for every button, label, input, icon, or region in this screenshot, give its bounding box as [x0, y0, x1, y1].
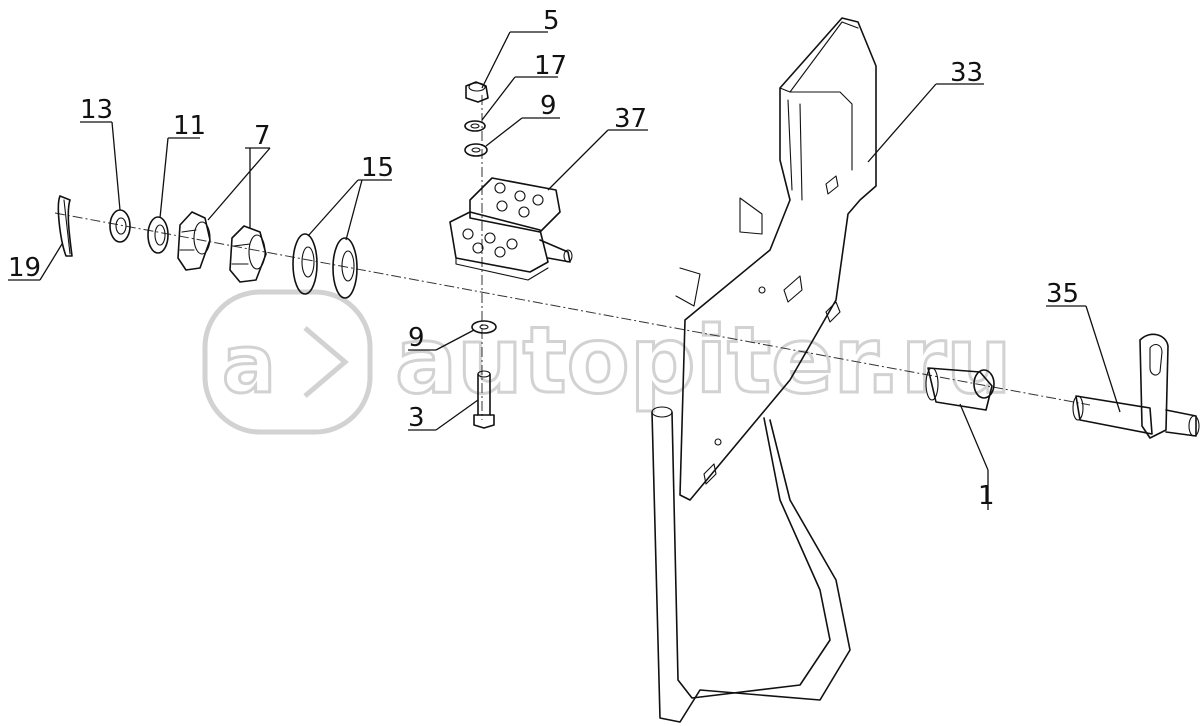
callout-9-lower: 9 [408, 323, 425, 353]
callout-1: 1 [978, 481, 995, 511]
part-15-washer-1 [292, 233, 318, 295]
part-37-bracket [449, 177, 573, 281]
part-7-nut-2 [229, 225, 267, 283]
part-33-pedal-bracket [651, 17, 877, 723]
watermark-logo-frame [202, 289, 373, 435]
callout-5: 5 [543, 6, 560, 36]
callout-7: 7 [254, 121, 271, 151]
part-7-nut-1 [177, 211, 211, 271]
part-5-nut [465, 81, 489, 103]
part-17-spring-washer [464, 120, 486, 132]
callout-labels: 5 17 9 37 33 13 11 7 15 19 9 3 1 35 [8, 6, 1079, 511]
leader-lines [8, 31, 1121, 510]
part-15-washer-2 [332, 237, 358, 299]
part-19-cotter-pin [57, 195, 73, 257]
part-1-bushing [925, 367, 995, 411]
watermark-logo-a: a [222, 318, 276, 411]
part-9-washer-lower [471, 320, 497, 334]
callout-15: 15 [361, 153, 394, 183]
watermark-logo-arrow [303, 326, 349, 398]
callout-3: 3 [408, 403, 425, 433]
callout-19: 19 [8, 253, 41, 283]
part-3-bolt [473, 370, 495, 429]
callout-9-upper: 9 [540, 91, 557, 121]
callout-13: 13 [80, 95, 113, 125]
watermark: a autopiter.ru [202, 289, 1013, 435]
assembly-axis [54, 212, 1091, 406]
callout-33: 33 [950, 58, 983, 88]
callout-37: 37 [614, 104, 647, 134]
callout-11: 11 [173, 111, 206, 141]
part-11-washer [147, 216, 169, 254]
watermark-text: autopiter.ru [395, 307, 1012, 414]
callout-17: 17 [534, 51, 567, 81]
part-35-pin [1072, 333, 1200, 439]
callout-35: 35 [1046, 279, 1079, 309]
part-9-washer-upper [464, 143, 488, 157]
